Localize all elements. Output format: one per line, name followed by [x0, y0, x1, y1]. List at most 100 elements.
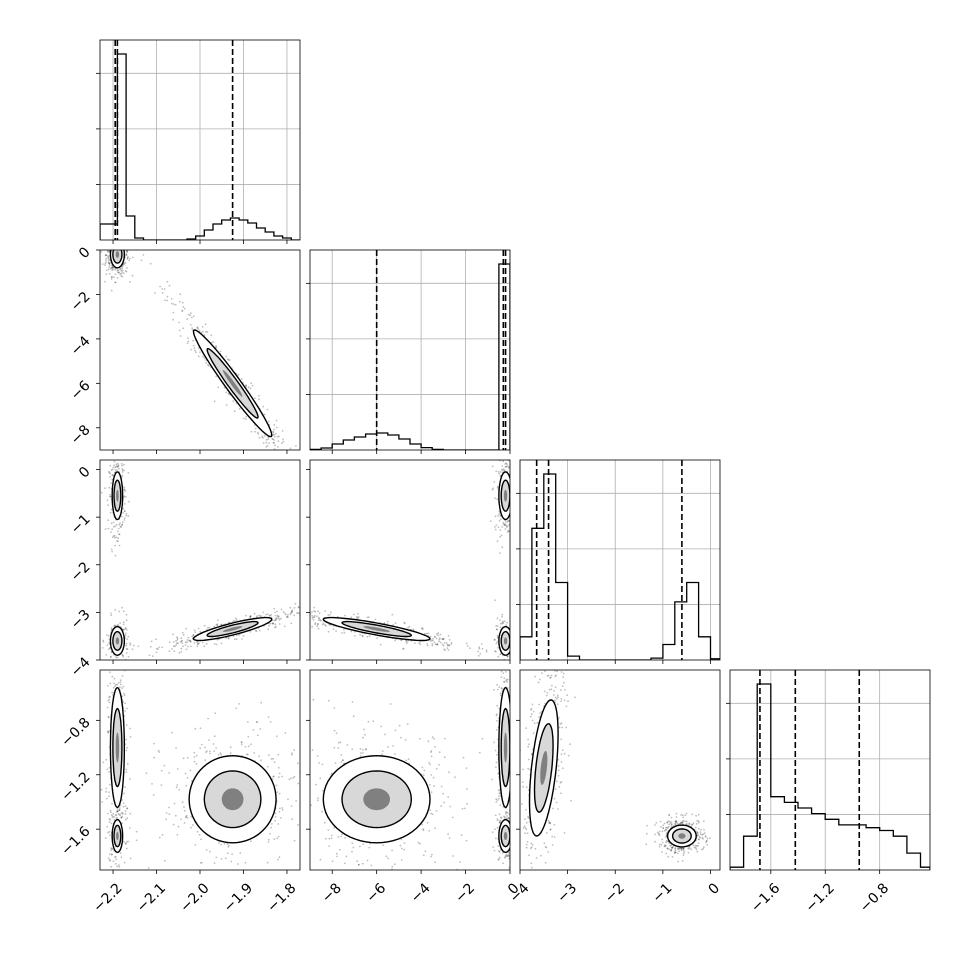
scatter-point [255, 428, 257, 430]
scatter-point [245, 385, 247, 387]
scatter-point [125, 813, 127, 815]
scatter-point [538, 716, 540, 718]
scatter-point [447, 796, 449, 798]
scatter-point [495, 515, 497, 517]
scatter-point [113, 683, 115, 685]
scatter-point [517, 815, 519, 817]
scatter-point [295, 800, 297, 802]
scatter-point [428, 762, 430, 764]
scatter-point [220, 754, 222, 756]
scatter-point [405, 760, 407, 762]
scatter-point [512, 641, 514, 643]
scatter-point [275, 626, 277, 628]
scatter-point [238, 703, 240, 705]
scatter-point [256, 630, 258, 632]
scatter-point [514, 644, 516, 646]
scatter-point [506, 681, 508, 683]
scatter-point [327, 614, 329, 616]
scatter-point [124, 519, 126, 521]
scatter-point [423, 774, 425, 776]
joint-panel-3-1: 0−1−2−3−4 [68, 449, 323, 680]
scatter-point [496, 628, 498, 630]
scatter-point [382, 750, 384, 752]
scatter-point [357, 882, 359, 884]
scatter-point [494, 526, 496, 528]
scatter-point [313, 607, 315, 609]
scatter-point [363, 729, 365, 731]
scatter-point [560, 700, 562, 702]
scatter-point [360, 755, 362, 757]
scatter-point [442, 793, 444, 795]
scatter-point [111, 245, 113, 247]
scatter-point [432, 640, 434, 642]
scatter-point [344, 863, 346, 865]
scatter-point [113, 667, 115, 669]
scatter-point [499, 619, 501, 621]
scatter-point [200, 862, 202, 864]
scatter-point [321, 811, 323, 813]
scatter-point [399, 725, 401, 727]
scatter-point [176, 786, 178, 788]
scatter-point [251, 883, 253, 885]
scatter-point [182, 632, 184, 634]
scatter-point [187, 637, 189, 639]
scatter-point [318, 762, 320, 764]
scatter-point [104, 242, 106, 244]
scatter-point [118, 244, 120, 246]
scatter-point [431, 854, 433, 856]
scatter-point [382, 844, 384, 846]
scatter-point [215, 747, 217, 749]
scatter-point [513, 443, 515, 445]
scatter-point [278, 776, 280, 778]
scatter-point [511, 485, 513, 487]
scatter-point [182, 302, 184, 304]
scatter-point [303, 487, 305, 489]
scatter-point [224, 843, 226, 845]
scatter-point [512, 651, 514, 653]
scatter-point [117, 244, 119, 246]
scatter-point [342, 759, 344, 761]
scatter-point [510, 493, 512, 495]
scatter-point [496, 720, 498, 722]
scatter-point [436, 644, 438, 646]
scatter-point [503, 667, 505, 669]
scatter-point [163, 765, 165, 767]
scatter-point [267, 409, 269, 411]
scatter-point [125, 244, 127, 246]
scatter-point [306, 616, 308, 618]
scatter-point [311, 626, 313, 628]
diag-panel-2 [306, 250, 510, 454]
scatter-point [204, 747, 206, 749]
scatter-point [114, 856, 116, 858]
scatter-point [431, 791, 433, 793]
scatter-point [119, 807, 121, 809]
scatter-point [184, 822, 186, 824]
scatter-point [115, 246, 117, 248]
scatter-point [444, 738, 446, 740]
scatter-point [501, 616, 503, 618]
scatter-point [122, 656, 124, 658]
scatter-point [499, 536, 501, 538]
scatter-point [121, 244, 123, 246]
scatter-point [177, 642, 179, 644]
scatter-point [125, 819, 127, 821]
scatter-point [569, 743, 571, 745]
scatter-point [448, 649, 450, 651]
scatter-point [503, 677, 505, 679]
scatter-point [196, 755, 198, 757]
scatter-point [166, 812, 168, 814]
scatter-point [338, 836, 340, 838]
scatter-point [530, 881, 532, 883]
scatter-point [564, 832, 566, 834]
scatter-point [561, 753, 563, 755]
scatter-point [307, 883, 309, 885]
scatter-point [306, 498, 308, 500]
scatter-point [341, 761, 343, 763]
scatter-point [267, 628, 269, 630]
scatter-point [154, 292, 156, 294]
scatter-point [494, 828, 496, 830]
scatter-point [497, 845, 499, 847]
scatter-point [302, 608, 304, 610]
scatter-point [122, 269, 124, 271]
scatter-point [367, 860, 369, 862]
